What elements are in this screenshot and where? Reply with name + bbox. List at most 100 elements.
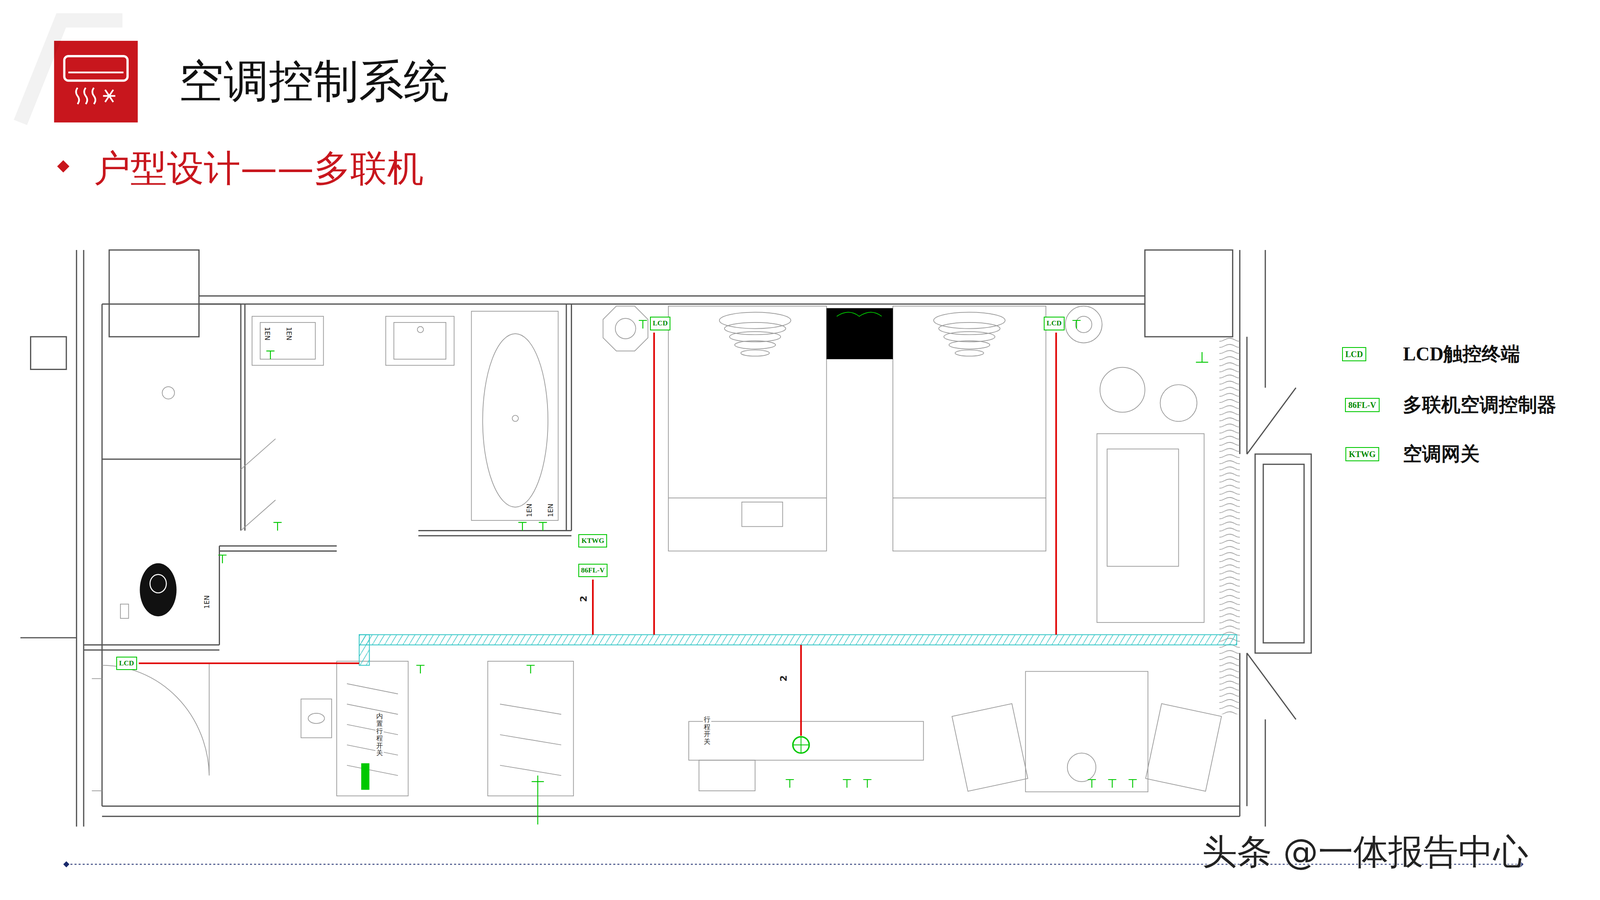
cable-duct: [359, 634, 1237, 665]
header-icon: [102, 90, 115, 103]
device-box: LCD: [1043, 316, 1065, 330]
outlet-symbol: [266, 350, 1208, 363]
furniture: [668, 306, 827, 552]
legend-row: LCDLCD触控终端: [1342, 341, 1521, 368]
wall: [1247, 250, 1297, 827]
furniture: [729, 331, 781, 342]
outlet-symbol: [1087, 779, 1138, 788]
header-icon: [54, 40, 138, 123]
wall: [1263, 464, 1305, 643]
switch-note: 内置行程开关: [375, 712, 384, 757]
wall: [240, 304, 245, 531]
outlet-symbol: [638, 320, 1081, 329]
furniture: [668, 497, 1046, 499]
outlet-symbol: [531, 775, 544, 825]
furniture: [826, 308, 893, 360]
furniture: [1107, 449, 1179, 567]
page-title: 空调控制系统: [178, 54, 449, 109]
device-label: 86FL-V: [581, 566, 605, 575]
legend-sample: 86FL-V: [1345, 397, 1380, 413]
wall: [109, 250, 200, 337]
furniture: [719, 312, 791, 329]
device-label: LCD: [119, 659, 135, 668]
circuit-tag: 1EN: [547, 502, 555, 518]
wall: [199, 295, 1145, 305]
furniture: [102, 663, 210, 776]
legend-row: KTWG空调网关: [1345, 441, 1480, 468]
furniture: [699, 760, 756, 791]
fixture: [512, 415, 519, 422]
fixture: [252, 316, 324, 366]
furniture: [500, 704, 562, 776]
fixture: [120, 604, 129, 619]
fixture: [260, 322, 315, 360]
background-watermark: [20, 20, 123, 123]
watermark: 头条 @一体报告中心: [1202, 830, 1529, 873]
furniture: [347, 683, 398, 776]
fixture: [417, 326, 424, 333]
device-box: KTWG: [578, 534, 608, 548]
furniture: [740, 350, 770, 357]
switch-symbol: [361, 763, 370, 790]
control-wire: [592, 579, 594, 635]
background-watermark: [20, 20, 123, 123]
cable-count: 2: [578, 595, 589, 603]
outlet-symbol: [273, 522, 535, 674]
page-subtitle: 户型设计——多联机: [93, 146, 424, 191]
legend-text: LCD触控终端: [1402, 341, 1520, 368]
legend-text: 多联机空调控制器: [1402, 392, 1557, 418]
control-wire: [1055, 332, 1058, 635]
furniture: [1160, 384, 1197, 422]
furniture: [1075, 316, 1092, 333]
sensor-symbol: [792, 736, 810, 753]
furniture: [734, 340, 776, 350]
outlet-symbol: [785, 779, 872, 788]
cable-duct: [359, 634, 1237, 645]
furniture: [1145, 703, 1222, 792]
device-label: KTWG: [581, 536, 605, 545]
furniture: [892, 306, 1046, 552]
furniture: [949, 340, 990, 350]
control-wire: [653, 332, 655, 635]
device-box: 86FL-V: [578, 563, 608, 578]
header-icon: [64, 56, 128, 81]
wall: [20, 250, 1312, 827]
furniture: [615, 318, 636, 339]
outlet-symbol: [518, 522, 548, 531]
furniture: [91, 678, 102, 791]
furniture: [1100, 367, 1145, 413]
circuit-tag: 1EN: [263, 326, 272, 342]
furniture: [300, 699, 332, 738]
device-box: LCD: [116, 656, 138, 670]
wall: [219, 545, 338, 551]
legend-sample-text: KTWG: [1348, 449, 1376, 460]
control-wire: [138, 332, 1057, 736]
furniture: [724, 322, 786, 335]
furniture: [1065, 306, 1103, 343]
wall: [1145, 250, 1233, 337]
wall: [566, 304, 572, 531]
toilet: [150, 574, 167, 593]
wall: [1255, 454, 1312, 654]
wall: [20, 637, 77, 639]
wall: [418, 530, 572, 536]
header-icon: [68, 71, 124, 74]
circuit-tag: 1EN: [285, 326, 293, 342]
furniture: [955, 350, 984, 357]
furniture: [336, 661, 408, 796]
fixture: [385, 316, 455, 366]
wall: [76, 250, 84, 827]
device-label: LCD: [652, 319, 668, 328]
fixture: [471, 311, 558, 521]
circuit-tag: 1EN: [525, 502, 534, 518]
legend-sample: KTWG: [1345, 447, 1379, 462]
legend-row: 86FL-V 多联机空调控制器: [1345, 392, 1557, 418]
sensor-symbol: [792, 736, 810, 753]
furniture: [933, 312, 1005, 329]
device-label: LCD: [1046, 319, 1062, 328]
furniture: [1067, 752, 1097, 782]
furniture: [602, 306, 648, 352]
bullet-diamond: [57, 160, 70, 173]
fixture: [393, 322, 446, 360]
